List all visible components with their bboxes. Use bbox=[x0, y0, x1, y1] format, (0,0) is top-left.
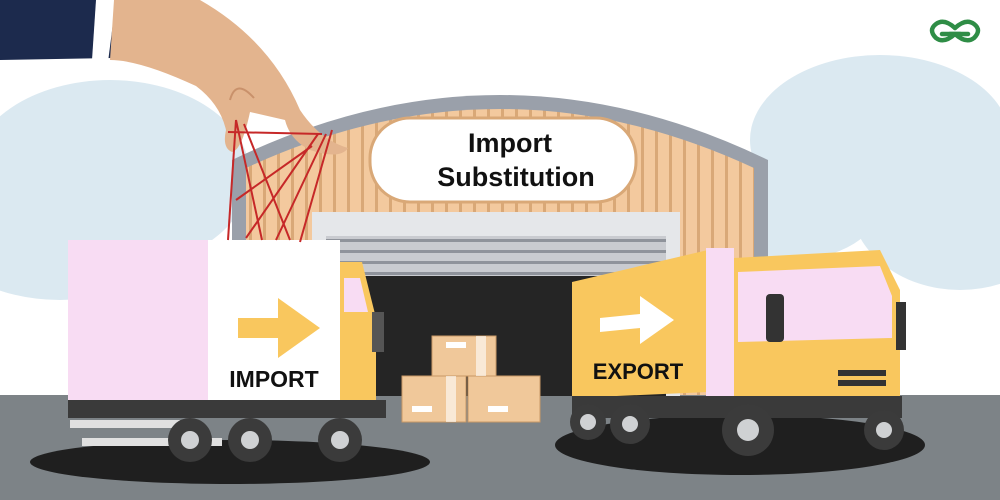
signboard-line-2: Substitution bbox=[437, 162, 594, 192]
import-label: IMPORT bbox=[229, 366, 318, 392]
import-arrow-icon bbox=[238, 298, 320, 358]
export-arrow-icon bbox=[600, 296, 674, 344]
puppeteer-hand bbox=[0, 0, 348, 155]
signboard-line-1: Import bbox=[468, 128, 552, 158]
import-truck bbox=[68, 240, 386, 462]
export-truck bbox=[570, 248, 906, 456]
signboard bbox=[368, 116, 638, 204]
puppet-strings bbox=[227, 119, 333, 243]
rolling-shutter bbox=[326, 236, 666, 276]
geeksforgeeks-logo-icon bbox=[929, 19, 981, 43]
cardboard-boxes bbox=[401, 335, 541, 423]
export-label: EXPORT bbox=[593, 359, 684, 384]
shutter-frame bbox=[312, 212, 680, 236]
